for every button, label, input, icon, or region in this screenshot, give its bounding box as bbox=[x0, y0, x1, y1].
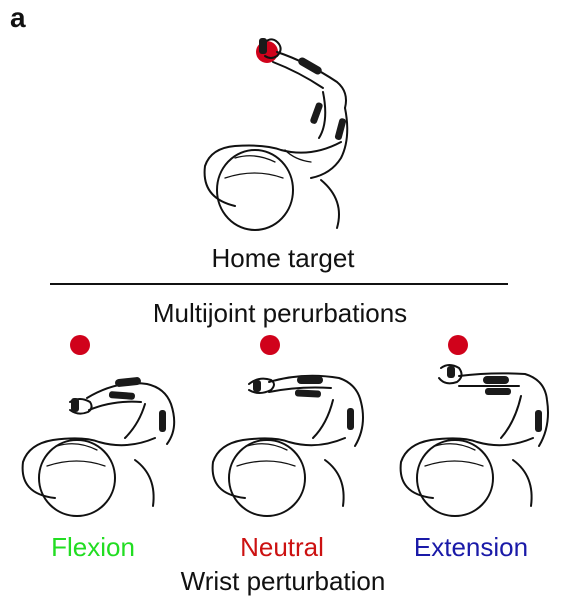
emg-sensor-bar bbox=[298, 57, 322, 75]
condition-label-extension: Extension bbox=[413, 532, 529, 562]
extension-target-dot bbox=[448, 335, 468, 355]
neutral-subject-figure bbox=[211, 335, 364, 517]
panel-letter: a bbox=[10, 2, 26, 33]
condition-label-flexion: Flexion bbox=[51, 532, 135, 562]
flexion-target-dot bbox=[70, 335, 90, 355]
neutral-target-dot bbox=[260, 335, 280, 355]
condition-label-neutral: Neutral bbox=[240, 532, 324, 562]
wrist-perturbation-caption: Wrist perturbation bbox=[180, 566, 386, 596]
extension-subject-figure bbox=[399, 335, 549, 517]
flexion-subject-figure bbox=[21, 335, 176, 517]
multijoint-title: Multijoint perurbations bbox=[152, 298, 408, 328]
home-subject-figure bbox=[203, 38, 349, 231]
home-target-caption: Home target bbox=[211, 243, 355, 273]
divider-line bbox=[50, 283, 508, 285]
